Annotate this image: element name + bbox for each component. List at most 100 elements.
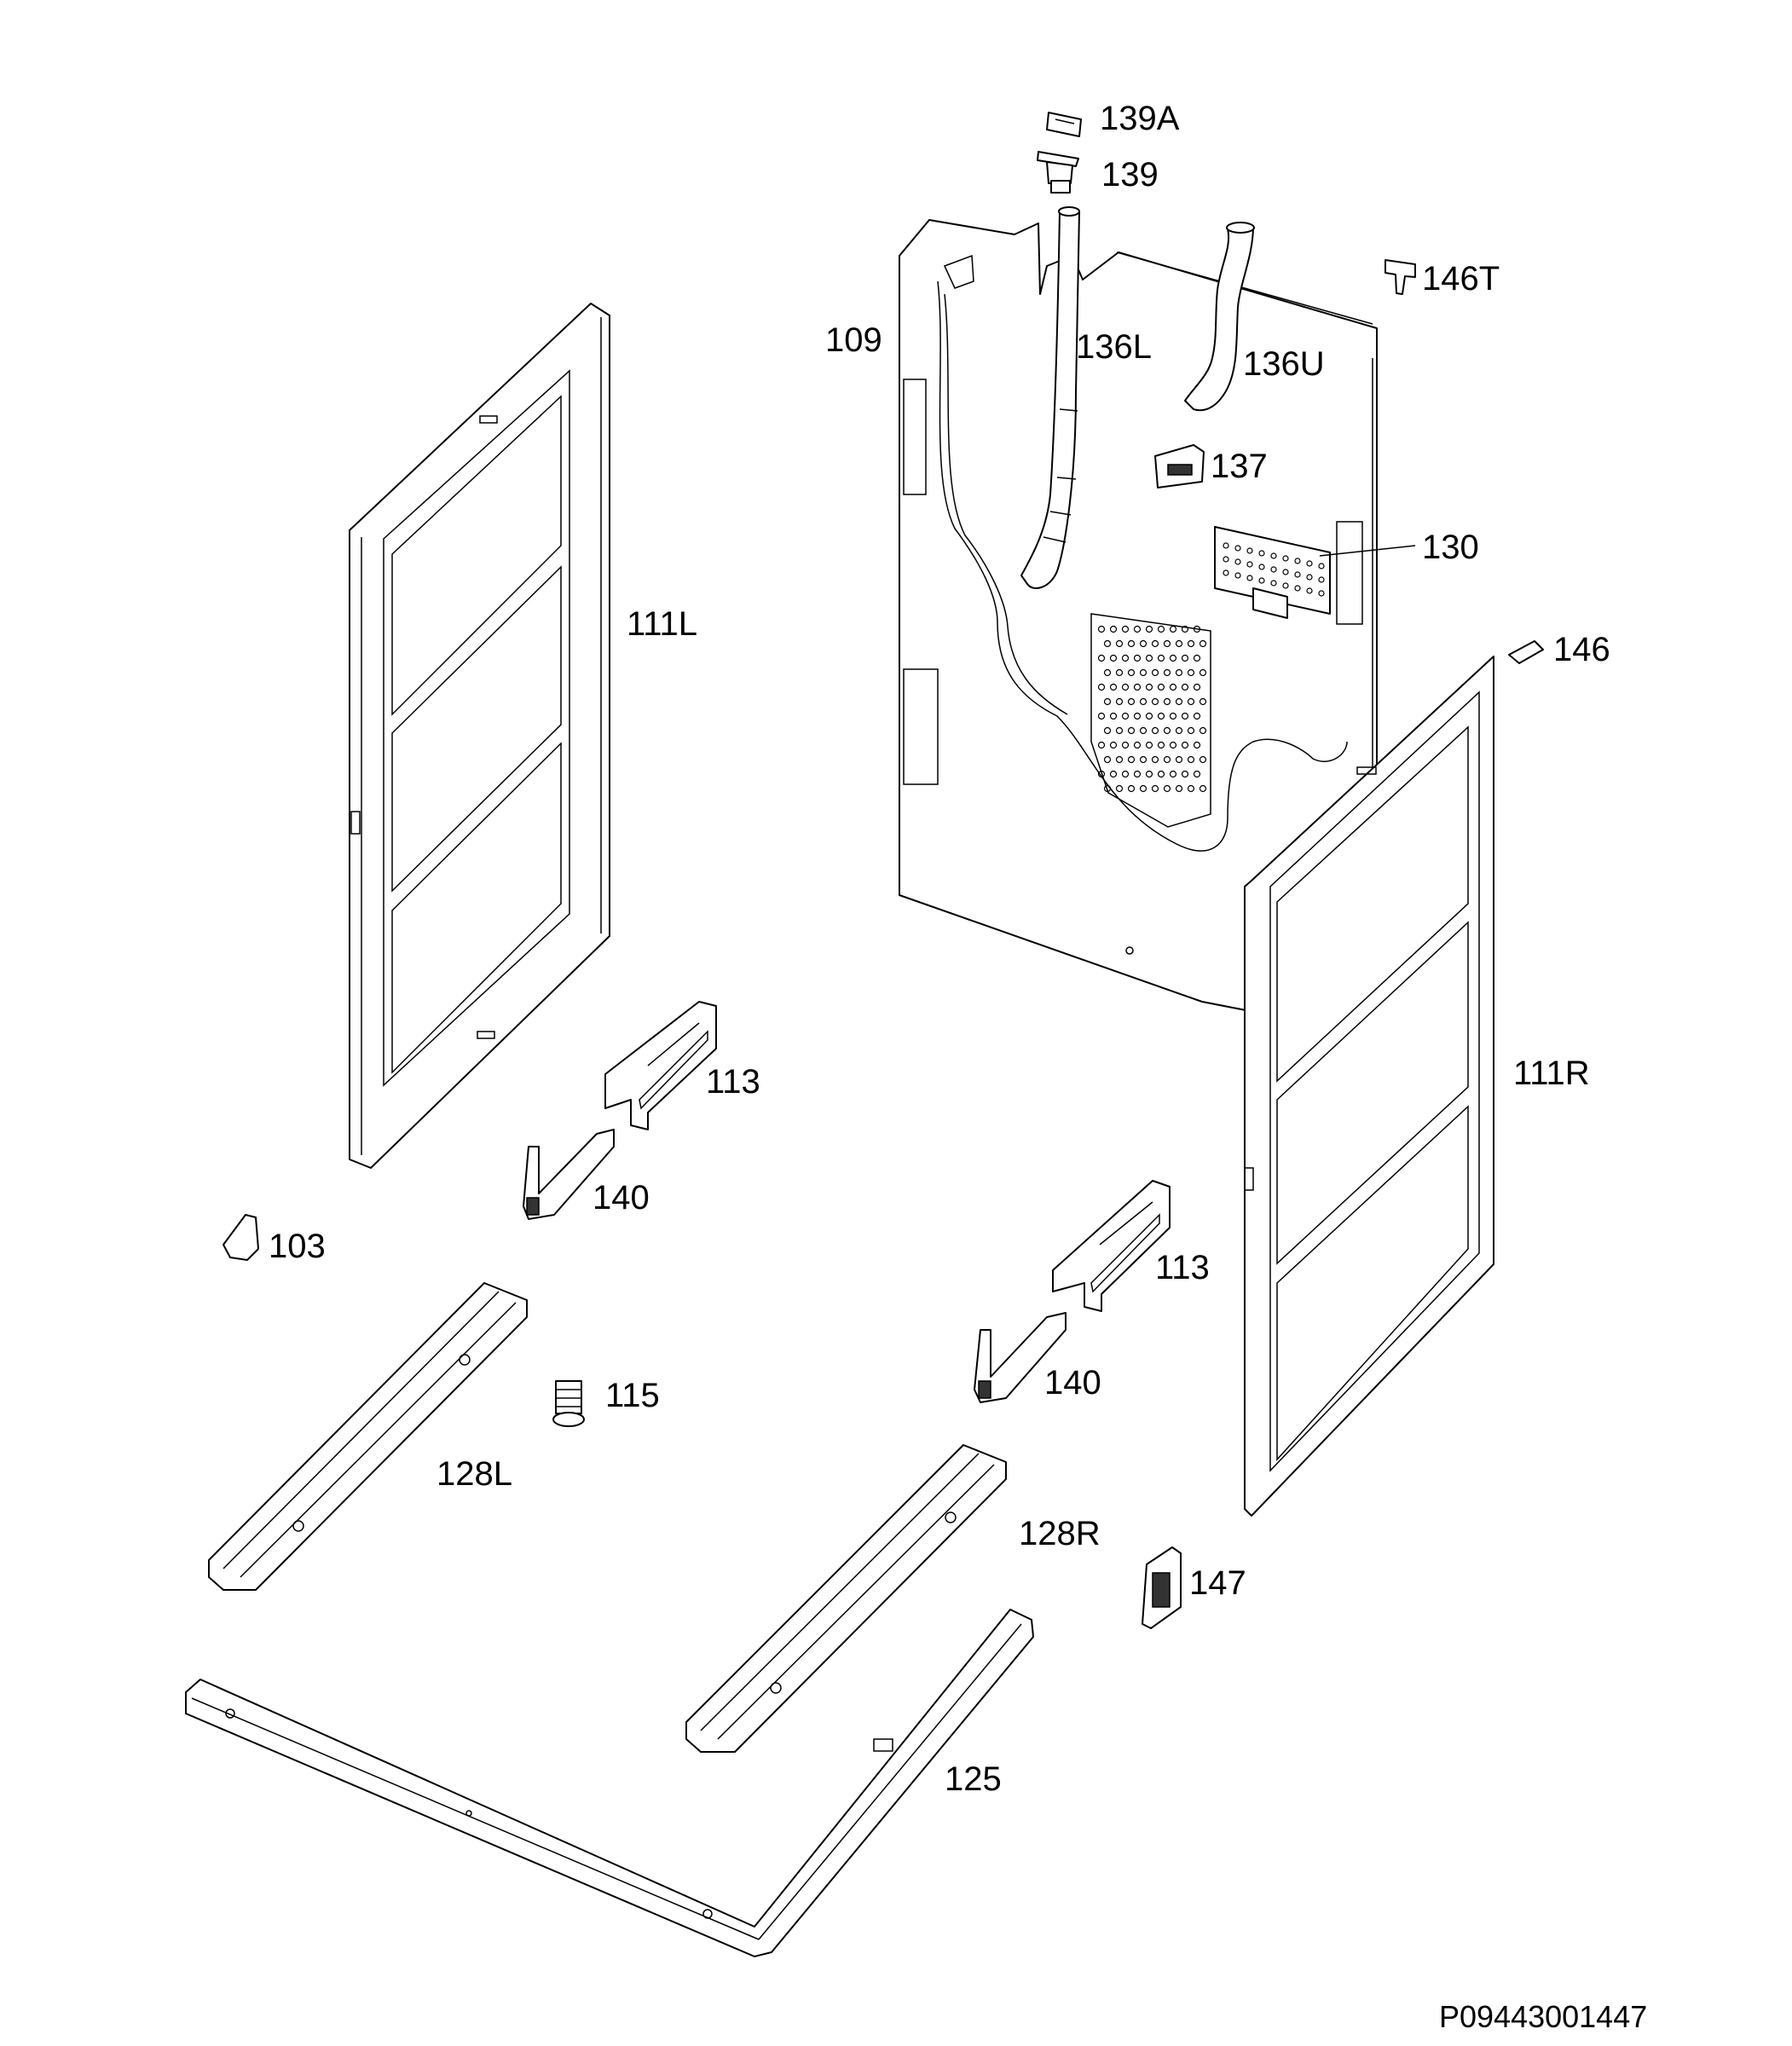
perforation-hole [1109,741,1118,749]
perforation-hole [1169,712,1177,720]
part-113-hinge-right [1052,1180,1171,1312]
part-125-front-rail [185,1609,1034,1957]
perforation-hole [1163,639,1171,648]
perforation-hole [1151,668,1159,677]
label-136U: 136U [1243,345,1325,383]
perforation-hole [1151,726,1159,735]
label-128L: 128L [436,1455,512,1493]
label-146: 146 [1553,631,1610,668]
part-139A-cap [1046,112,1082,137]
perforation-hole [1145,712,1153,720]
perforation-hole [1193,712,1201,720]
perforation-hole [1127,668,1136,677]
perforation-hole [1121,625,1130,633]
perforation-hole [1175,697,1183,706]
perforation-hole [1199,668,1207,677]
perforation-hole [1115,639,1124,648]
perforation-hole [1175,784,1183,793]
part-128L-side-rail [208,1282,528,1591]
perforation-hole [1282,555,1289,562]
perforation-hole [1145,654,1153,662]
perforation-hole [1270,552,1277,559]
perforation-hole [1163,755,1171,764]
label-137: 137 [1211,448,1268,485]
part-130-perforated-plate [1214,526,1331,619]
perforation-hole [1306,587,1313,594]
perforation-hole [1115,668,1124,677]
perforation-hole [1175,726,1183,735]
perforation-hole [1181,712,1189,720]
part-128R-side-rail [685,1444,1007,1753]
perforation-hole [1318,563,1325,569]
perforation-hole [1199,726,1207,735]
perforation-hole [1097,770,1106,778]
perforation-hole [1282,582,1289,589]
perforation-hole [1169,770,1177,778]
perforation-hole [1133,712,1142,720]
perforation-hole [1115,697,1124,706]
label-140-right: 140 [1044,1364,1101,1402]
perforation-hole [1318,590,1325,597]
perforation-hole [1103,668,1112,677]
perforation-hole [1294,558,1301,564]
perforation-hole [1181,683,1189,691]
perforation-hole [1163,697,1171,706]
perforation-hole [1115,726,1124,735]
label-130: 130 [1422,529,1479,566]
perforation-hole [1181,770,1189,778]
part-109-vent-perforation [1097,625,1207,793]
perforation-hole [1151,697,1159,706]
label-140-left: 140 [593,1179,650,1217]
perforation-hole [1181,654,1189,662]
perforation-hole [1133,741,1142,749]
perforation-hole [1169,625,1177,633]
perforation-hole [1127,784,1136,793]
perforation-hole [1151,639,1159,648]
perforation-hole [1199,755,1207,764]
label-146T: 146T [1422,260,1500,298]
perforation-hole [1139,668,1147,677]
part-113-hinge-upper-left [604,1001,717,1130]
perforation-hole [1223,542,1229,549]
perforation-hole [1258,577,1265,584]
perforation-hole [1097,683,1106,691]
perforation-hole [1294,571,1301,578]
perforation-hole [1246,561,1253,568]
perforation-hole [1234,558,1241,565]
perforation-hole [1187,697,1195,706]
perforation-hole [1306,574,1313,581]
perforation-hole [1133,683,1142,691]
perforation-hole [1145,741,1153,749]
perforation-hole [1234,572,1241,579]
perforation-hole [1103,726,1112,735]
perforation-hole [1258,550,1265,557]
perforation-hole [1270,566,1277,573]
part-146T-clip [1384,259,1416,295]
perforation-hole [1145,770,1153,778]
perforation-hole [1181,625,1189,633]
perforation-hole [1139,726,1147,735]
perforation-hole [1199,639,1207,648]
label-109: 109 [825,321,882,359]
perforation-hole [1139,697,1147,706]
perforation-hole [1103,639,1112,648]
label-147: 147 [1189,1564,1246,1602]
perforation-hole [1187,755,1195,764]
part-137-connector [1154,444,1205,488]
part-146-clip [1508,640,1544,664]
perforation-hole [1127,697,1136,706]
perforation-hole [1187,726,1195,735]
perforation-hole [1139,755,1147,764]
perforation-hole [1157,741,1165,749]
part-111L-left-side-panel [349,303,610,1169]
perforation-hole [1157,625,1165,633]
perforation-hole [1121,683,1130,691]
perforation-hole [1103,784,1112,793]
part-115-adjustable-foot [552,1380,585,1427]
perforation-hole [1151,755,1159,764]
perforation-hole [1103,697,1112,706]
perforation-hole [1151,784,1159,793]
perforation-hole [1163,784,1171,793]
label-115: 115 [605,1377,660,1414]
